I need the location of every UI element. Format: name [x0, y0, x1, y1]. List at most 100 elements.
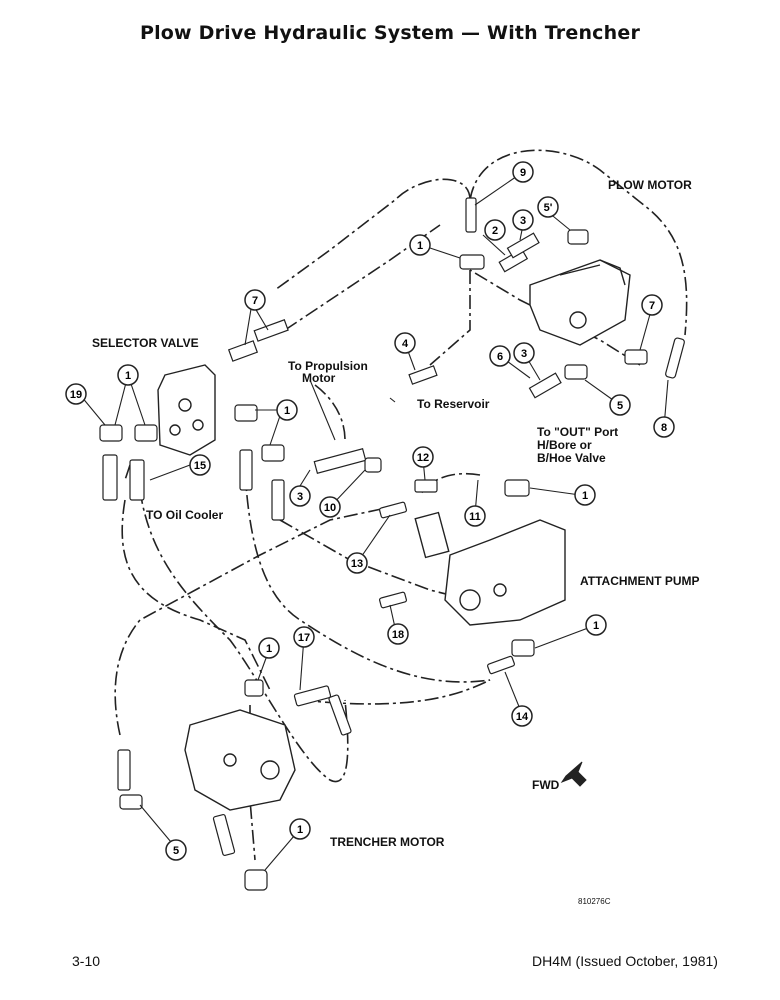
svg-text:3: 3 — [520, 215, 526, 227]
line-plow-motor-loop — [274, 149, 688, 336]
label-to-reservoir: To Reservoir — [417, 397, 490, 411]
svg-text:7: 7 — [649, 300, 655, 312]
label-attachment-pump: ATTACHMENT PUMP — [580, 574, 700, 588]
callout-1-trencher-bottom: 1 — [289, 818, 311, 840]
line-oil-cooler — [139, 489, 349, 783]
svg-text:14: 14 — [516, 711, 529, 723]
label-plow-motor: PLOW MOTOR — [608, 178, 692, 192]
svg-text:18: 18 — [392, 629, 404, 641]
fitting-5-trencher — [119, 794, 143, 810]
attachment-pump — [414, 511, 566, 626]
fitting-5 — [564, 364, 588, 380]
fitting-8 — [665, 337, 685, 379]
fitting-5prime — [567, 229, 589, 245]
callout-9: 9 — [512, 161, 534, 183]
label-to-out-port-line3: B/Hoe Valve — [537, 451, 606, 465]
trencher-motor — [184, 709, 296, 811]
label-to-out-port-line1: To "OUT" Port — [537, 425, 619, 439]
fitting-1-trencher-bottom — [244, 869, 268, 891]
svg-text:1: 1 — [266, 643, 272, 655]
fitting-7-valve-b — [253, 319, 289, 342]
callout-5prime: 5' — [537, 196, 559, 218]
fitting-left-hose — [117, 749, 131, 791]
line-valve-left — [124, 464, 131, 481]
fitting-3a — [506, 232, 540, 259]
fitting-9 — [465, 197, 477, 233]
fitting-13 — [378, 501, 408, 519]
fitting-19-hose — [102, 454, 118, 501]
label-fwd: FWD — [532, 778, 560, 792]
fitting-10 — [364, 457, 382, 473]
line-reservoir — [429, 270, 471, 366]
svg-text:1: 1 — [125, 370, 131, 382]
fitting-1-valve-c — [261, 444, 285, 462]
fitting-valve-hose-d — [271, 479, 285, 521]
svg-text:1: 1 — [582, 490, 588, 502]
callout-7-valve: 7 — [244, 289, 266, 311]
callout-19: 19 — [65, 383, 87, 405]
hose-fittings — [99, 197, 685, 891]
fitting-17-hose — [328, 694, 352, 736]
svg-text:13: 13 — [351, 558, 363, 570]
line-to-propulsion — [314, 384, 346, 441]
callout-5: 5 — [609, 394, 631, 416]
callout-1-plow: 1 — [409, 234, 431, 256]
label-to-out-port-line2: H/Bore or — [537, 438, 592, 452]
callout-7-plow: 7 — [641, 294, 663, 316]
svg-text:5': 5' — [544, 202, 553, 214]
callout-11: 11 — [464, 505, 486, 527]
fitting-17 — [293, 685, 332, 707]
callouts: 9 3 5' 1 2 7 4 6 3 5 8 7 1 1 19 1 15 3 1… — [65, 161, 675, 861]
svg-text:12: 12 — [417, 452, 429, 464]
fitting-7-valve-a — [227, 340, 259, 362]
svg-text:2: 2 — [492, 225, 498, 237]
fitting-14 — [487, 655, 515, 675]
label-to-oil-cooler: TO Oil Cooler — [146, 508, 224, 522]
fitting-2 — [498, 248, 529, 273]
plow-motor-port — [569, 311, 587, 329]
fitting-1-pump-top — [504, 479, 530, 497]
line-long-left — [114, 504, 401, 736]
callout-1-pump-bottom: 1 — [585, 614, 607, 636]
svg-text:1: 1 — [284, 405, 290, 417]
callout-10: 10 — [319, 496, 341, 518]
fitting-1-valve-b — [234, 404, 258, 422]
svg-text:19: 19 — [70, 389, 82, 401]
svg-text:11: 11 — [469, 511, 481, 523]
svg-text:3: 3 — [521, 348, 527, 360]
figure-code: 810276C — [578, 897, 611, 906]
fitting-6 — [528, 372, 562, 399]
fitting-1-pump-bottom — [511, 639, 535, 657]
line-valve-to-plow — [284, 224, 441, 331]
fitting-tee-propulsion — [313, 447, 367, 475]
svg-text:1: 1 — [593, 620, 599, 632]
fitting-1-valve-a — [134, 424, 158, 442]
callout-3a: 3 — [512, 209, 534, 231]
fitting-1-plow — [459, 254, 485, 270]
callout-18: 18 — [387, 623, 409, 645]
callout-6: 6 — [489, 345, 511, 367]
callout-3c: 3 — [289, 485, 311, 507]
page-number: 3-10 — [72, 953, 101, 969]
selector-valve — [157, 364, 216, 456]
plow-motor-body — [529, 259, 631, 346]
fitting-18 — [378, 591, 408, 609]
label-to-propulsion-line1: To Propulsion — [288, 359, 368, 373]
plow-motor — [529, 259, 631, 346]
svg-text:1: 1 — [417, 240, 423, 252]
fitting-19 — [99, 424, 123, 442]
attachment-pump-body — [444, 519, 566, 626]
callout-13: 13 — [346, 552, 368, 574]
fitting-4 — [408, 365, 438, 385]
trencher-motor-body — [184, 709, 296, 811]
callout-4: 4 — [394, 332, 416, 354]
svg-text:15: 15 — [194, 460, 206, 472]
label-to-propulsion-line2: Motor — [302, 371, 336, 385]
callout-1-trencher-top: 1 — [258, 637, 280, 659]
callout-2: 2 — [484, 219, 506, 241]
callout-5-trencher: 5 — [165, 839, 187, 861]
callout-1-valve-b: 1 — [276, 399, 298, 421]
callout-3b: 3 — [513, 342, 535, 364]
